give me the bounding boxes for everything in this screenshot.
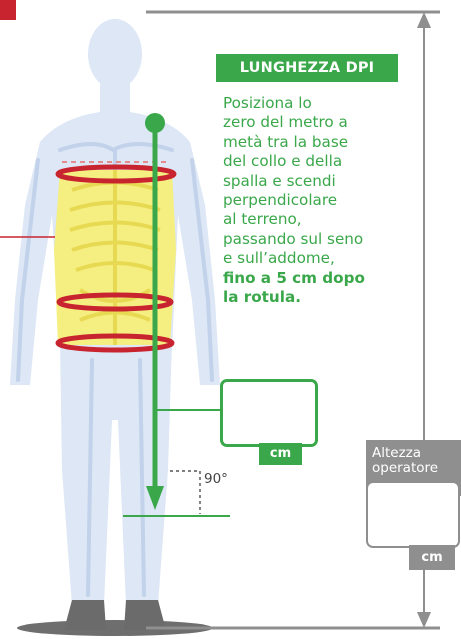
waist-band [56, 292, 174, 312]
operator-height-label: Altezza operatore [372, 446, 438, 476]
red-bands [55, 164, 177, 353]
human-figure [0, 19, 220, 636]
zero-point-dot [145, 113, 165, 133]
chest-band [55, 164, 177, 184]
instruction-line: metà tra la base [223, 132, 349, 151]
arrow-head [146, 486, 164, 510]
corner-mark [0, 0, 16, 20]
instruction-line: Posiziona lo [223, 94, 312, 112]
head [88, 19, 142, 89]
right-foot [124, 600, 166, 630]
dpi-length-box [220, 379, 318, 447]
hip-band [55, 333, 175, 353]
instruction-line: passando sul seno [223, 229, 364, 248]
operator-height-box [366, 481, 460, 548]
dpi-unit-label: cm [259, 443, 302, 465]
instruction-line: zero del metro a [223, 113, 348, 132]
right-angle-label: 90° [204, 471, 228, 487]
height-label-line: Altezza [372, 445, 422, 461]
dpi-length-title: LUNGHEZZA DPI [216, 54, 398, 82]
instruction-line: e sull’addome, [223, 249, 335, 268]
instruction-line: al terreno, [223, 210, 302, 229]
right-angle-marker [170, 470, 201, 514]
height-unit-label: cm [409, 545, 455, 570]
instruction-line: spalla e scendi [223, 171, 336, 190]
measurement-instructions: Posiziona lo zero del metro a metà tra l… [223, 94, 423, 307]
height-label-line: operatore [372, 460, 439, 476]
instruction-line: perpendicolare [223, 191, 338, 210]
instruction-line: del collo e della [223, 152, 343, 171]
dpi-measure-arrow [123, 113, 230, 517]
instruction-bold-line: la rotula. [223, 288, 301, 307]
instruction-bold-line: fino a 5 cm dopo [223, 268, 365, 287]
left-foot [64, 600, 106, 630]
